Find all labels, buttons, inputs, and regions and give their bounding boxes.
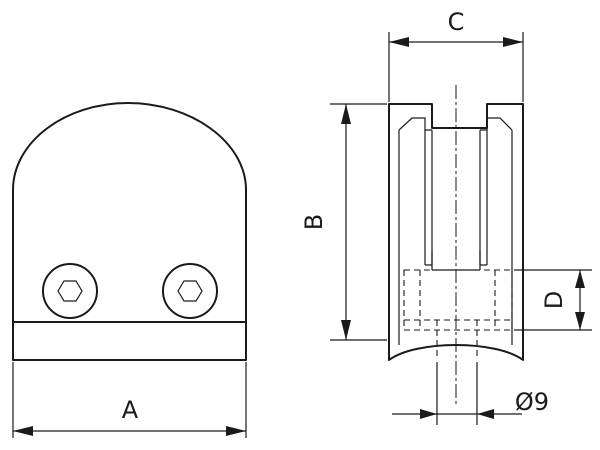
- left-groove: [424, 130, 433, 266]
- arrowhead-c-right: [503, 37, 523, 47]
- arrowhead-bore-right: [477, 409, 494, 419]
- left-inner-wall: [398, 117, 432, 345]
- dimension-bore: Ø9: [392, 362, 549, 425]
- hex-socket-left-icon: [57, 280, 83, 302]
- dimension-label-a: A: [122, 396, 139, 424]
- dimension-a: A: [12, 362, 247, 438]
- dimension-label-b: B: [300, 214, 328, 230]
- screw-left: [42, 263, 98, 319]
- front-body-outline: [12, 102, 247, 361]
- arrowhead-d-bottom: [575, 312, 585, 330]
- arrowhead-c-left: [389, 37, 409, 47]
- dimension-d: D: [514, 269, 592, 331]
- side-view: C B D Ø9: [300, 8, 592, 425]
- side-body-outline: [388, 103, 524, 361]
- dimension-label-c: C: [448, 8, 465, 36]
- front-view: A: [12, 102, 247, 438]
- screw-head-right: [162, 263, 218, 319]
- arrowhead-a-right: [226, 426, 246, 436]
- hidden-pocket: [403, 269, 513, 331]
- arrowhead-d-top: [575, 270, 585, 288]
- dimension-label-d: D: [540, 291, 568, 309]
- arrowhead-b-top: [341, 104, 351, 124]
- dimension-c: C: [388, 8, 524, 102]
- arrowhead-bore-left: [420, 409, 437, 419]
- right-groove: [479, 130, 488, 266]
- dimension-label-bore: Ø9: [515, 388, 549, 416]
- dimension-b: B: [300, 103, 387, 341]
- hex-socket-right-icon: [177, 280, 203, 302]
- screw-head-left: [42, 263, 98, 319]
- screw-right: [162, 263, 218, 319]
- arrowhead-a-left: [13, 426, 33, 436]
- arrowhead-b-bottom: [341, 320, 351, 340]
- right-inner-wall: [480, 117, 513, 345]
